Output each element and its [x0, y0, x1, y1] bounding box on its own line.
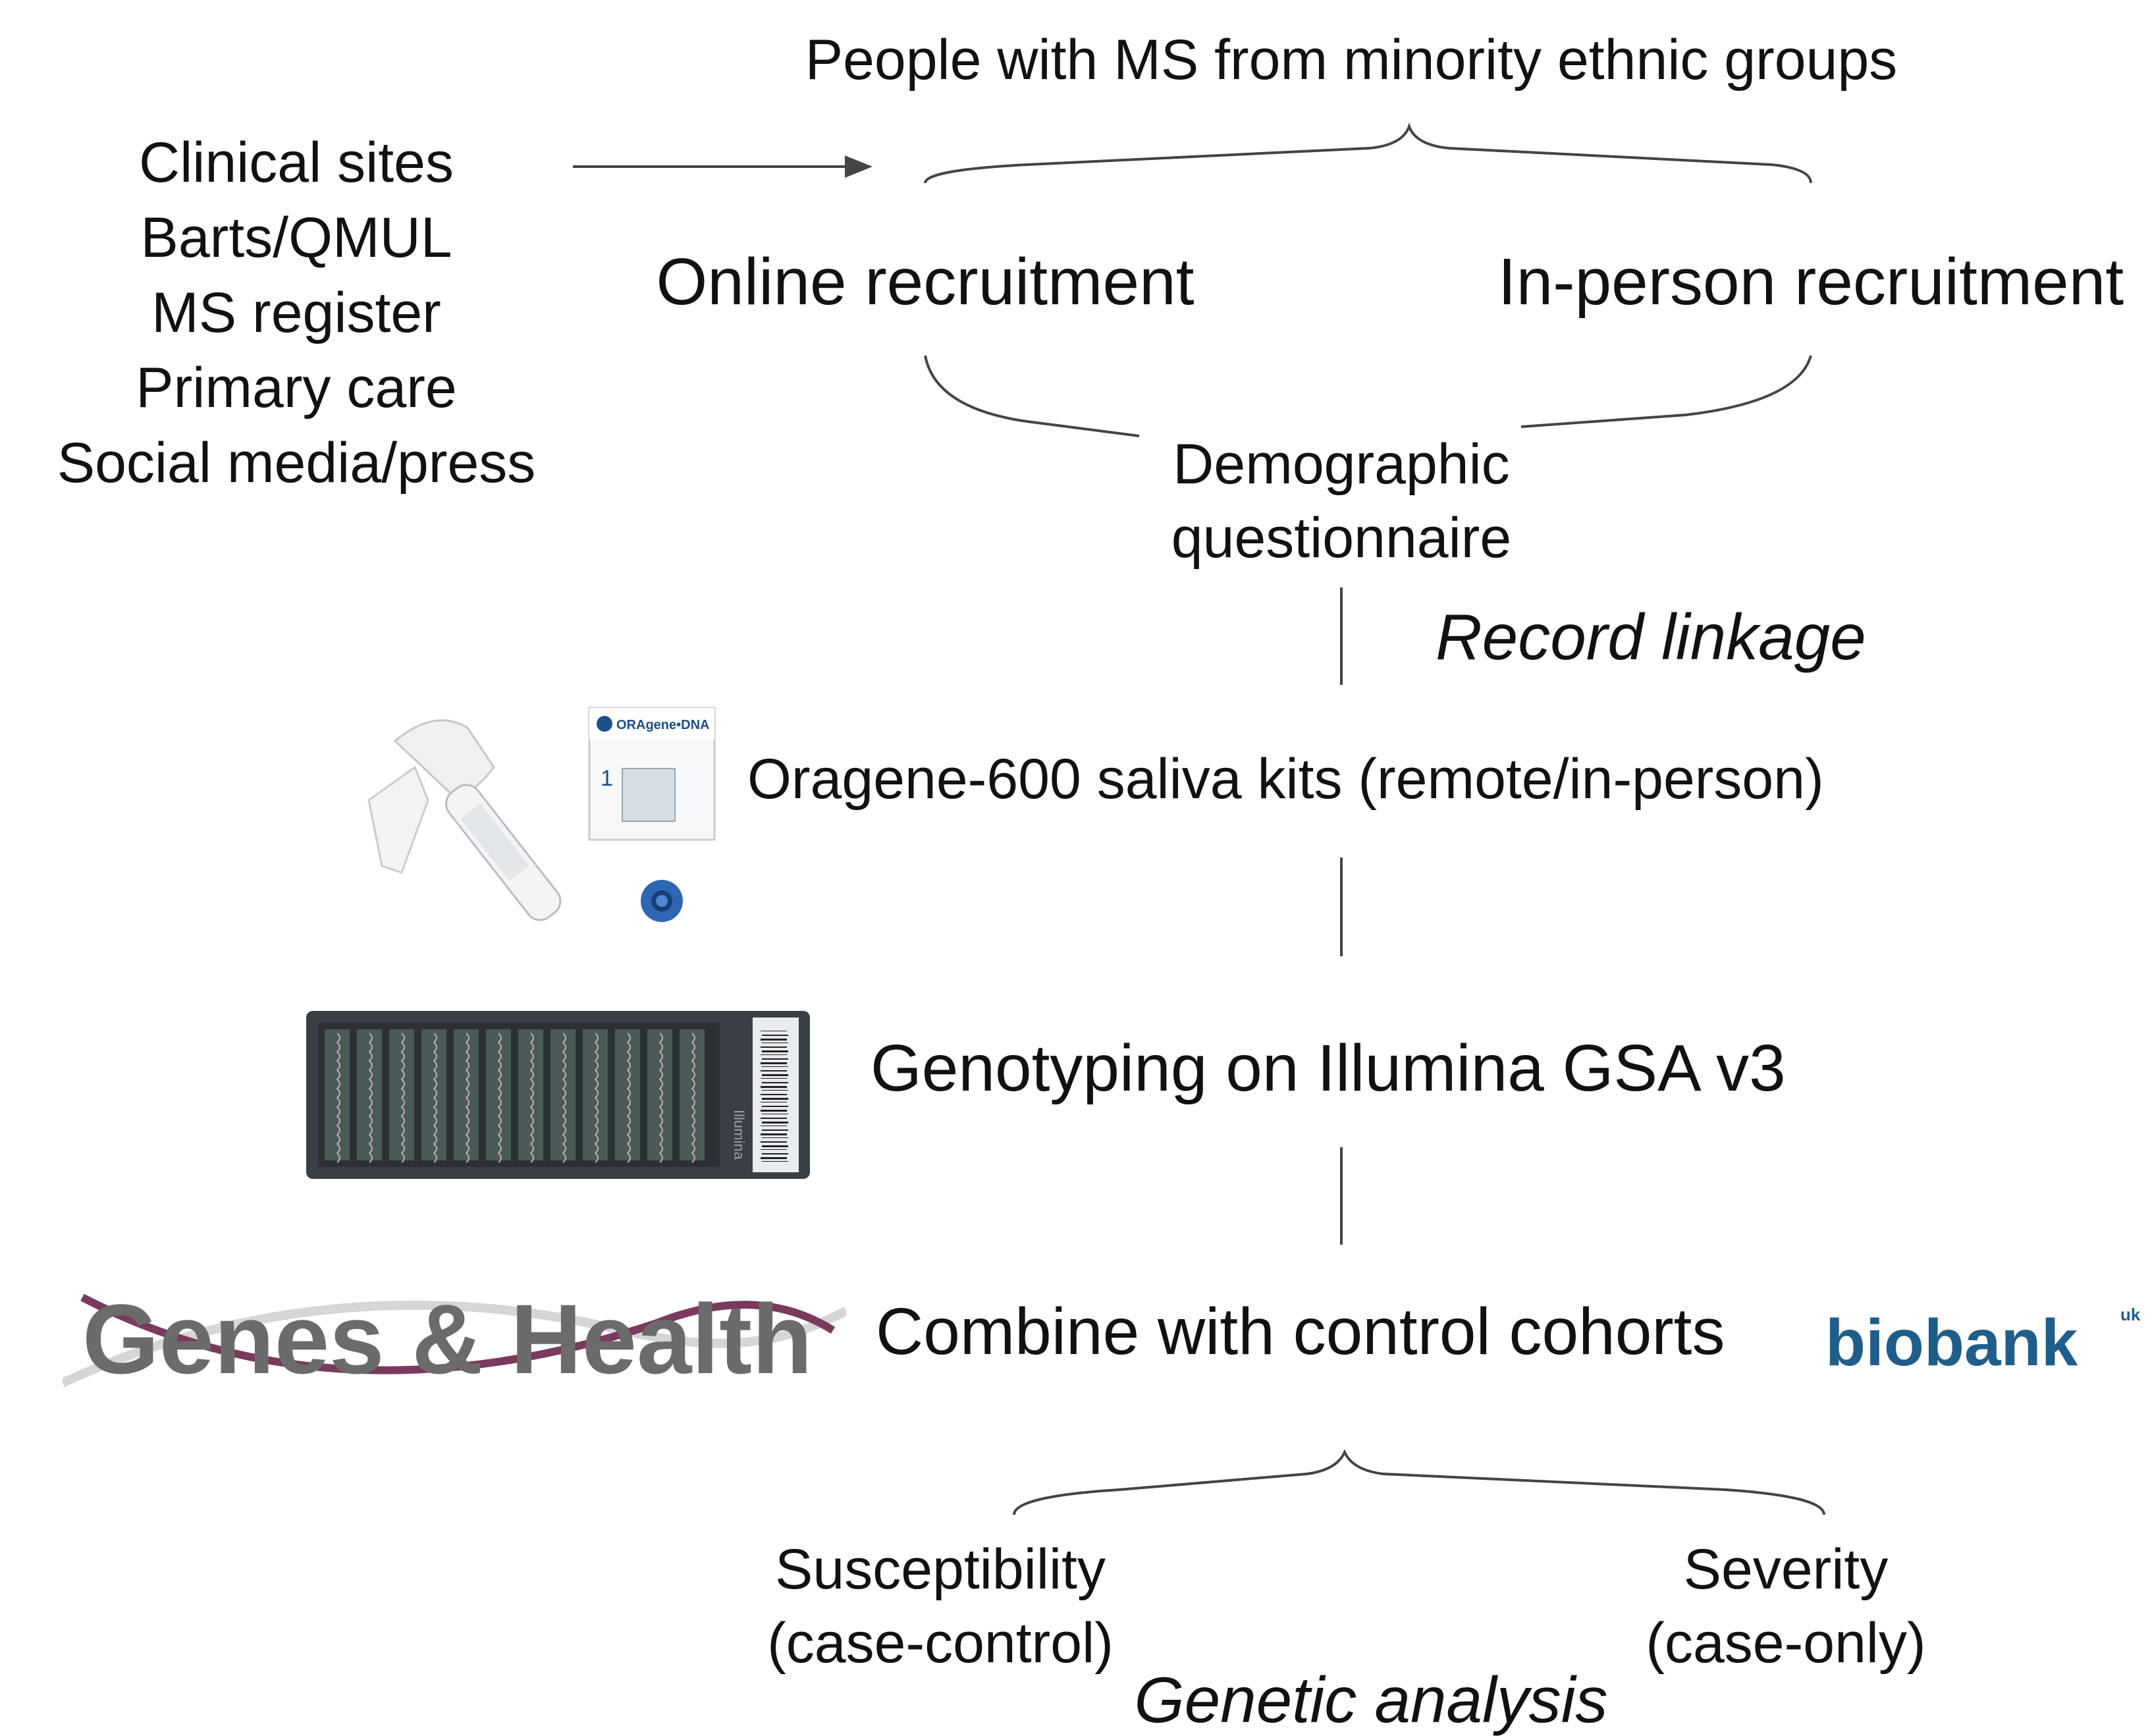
- saliva-kit-image: ORAgene•DNA 1: [356, 695, 724, 938]
- genetic-analysis-label: Genetic analysis: [1134, 1664, 1608, 1736]
- genotyping-step: Genotyping on Illumina GSA v3: [871, 1031, 1786, 1105]
- genotyping-chip-image: Illumina: [306, 1011, 810, 1179]
- brace-online-to-questionnaire: [924, 355, 1140, 437]
- biobank-uk-text: uk: [2120, 1305, 2141, 1324]
- combine-step: Combine with control cohorts: [876, 1295, 1725, 1369]
- source-clinical-sites: Clinical sites: [139, 131, 454, 194]
- chip-brand-label: Illumina: [731, 1110, 747, 1160]
- record-linkage-label: Record linkage: [1436, 601, 1866, 673]
- saliva-kits-step: Oragene-600 saliva kits (remote/in-perso…: [747, 747, 1824, 811]
- brace-inperson-to-questionnaire: [1520, 355, 1812, 428]
- kit-card-label: ORAgene•DNA: [616, 718, 709, 732]
- recruitment-sources: Clinical sites Barts/QMUL MS register Pr…: [13, 125, 579, 501]
- questionnaire-line-2: questionnaire: [1171, 506, 1512, 570]
- genes-and-health-logo: Genes & Health: [61, 1271, 849, 1409]
- source-social-media: Social media/press: [57, 431, 536, 495]
- kit-card-number: 1: [601, 766, 613, 791]
- arrow-head: [845, 155, 873, 178]
- genes-and-health-text: Genes & Health: [82, 1284, 813, 1394]
- questionnaire-line-1: Demographic: [1173, 433, 1510, 496]
- uk-biobank-logo: biobank uk: [1825, 1301, 2141, 1380]
- susceptibility-line-2: (case-control): [767, 1612, 1114, 1675]
- diagram-title: People with MS from minority ethnic grou…: [805, 28, 1898, 92]
- online-recruitment: Online recruitment: [656, 245, 1195, 319]
- biobank-text: biobank: [1825, 1306, 2078, 1380]
- source-ms-register: MS register: [151, 281, 441, 344]
- source-barts-qmul: Barts/QMUL: [140, 206, 452, 269]
- severity-line-2: (case-only): [1646, 1612, 1926, 1675]
- severity-line-1: Severity: [1683, 1538, 1889, 1601]
- in-person-recruitment: In-person recruitment: [1497, 245, 2124, 319]
- susceptibility-line-1: Susceptibility: [775, 1538, 1106, 1601]
- brace-recruitment: [924, 122, 1812, 184]
- brace-analysis: [1013, 1449, 1825, 1515]
- source-primary-care: Primary care: [136, 356, 457, 420]
